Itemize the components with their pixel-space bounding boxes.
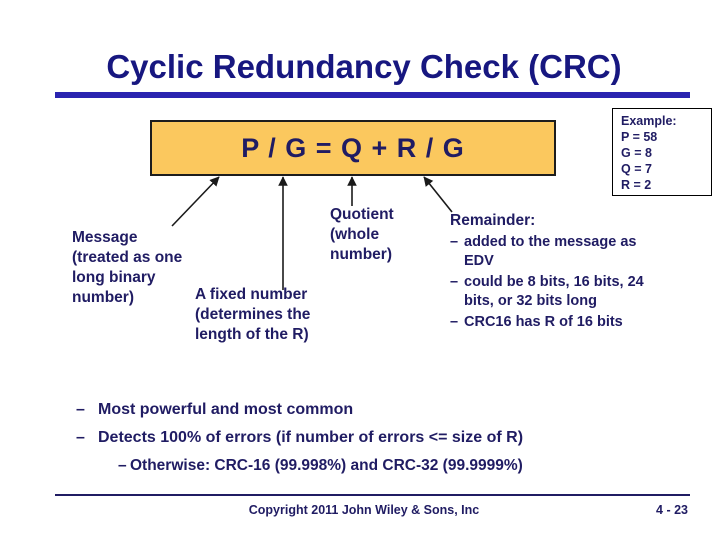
arrow-to-p xyxy=(171,176,220,227)
bullet-list: – Most powerful and most common – Detect… xyxy=(76,396,676,480)
callout-fixed-number: A fixed number (determines the length of… xyxy=(195,286,311,343)
sub-bullet-item: – Otherwise: CRC-16 (99.998%) and CRC-32… xyxy=(118,452,676,480)
slide-title: Cyclic Redundancy Check (CRC) xyxy=(106,48,622,85)
example-value-g: G = 8 xyxy=(621,146,652,160)
formula-text: P / G = Q + R / G xyxy=(241,132,465,163)
footer-page-number: 4 - 23 xyxy=(656,503,688,517)
bullet-item: – Most powerful and most common xyxy=(76,396,676,424)
dash-bullet-icon: – xyxy=(76,401,85,418)
bullet-item-text: Most powerful and most common xyxy=(98,401,354,418)
callout-remainder: Remainder: – added to the message as EDV… xyxy=(450,211,665,332)
remainder-item-text: could be 8 bits, 16 bits, 24 bits, or 32… xyxy=(464,274,644,309)
sub-bullet-item-text: Otherwise: CRC-16 (99.998%) and CRC-32 (… xyxy=(130,457,523,474)
remainder-item: – could be 8 bits, 16 bits, 24 bits, or … xyxy=(450,273,665,311)
example-heading: Example: xyxy=(621,114,677,128)
bullet-item: – Detects 100% of errors (if number of e… xyxy=(76,424,676,452)
remainder-item-text: added to the message as EDV xyxy=(464,234,637,269)
dash-bullet-icon: – xyxy=(450,274,459,290)
footer-copyright: Copyright 2011 John Wiley & Sons, Inc xyxy=(248,503,480,517)
example-value-p: P = 58 xyxy=(621,130,658,144)
remainder-item-text: CRC16 has R of 16 bits xyxy=(464,314,623,330)
example-value-q: Q = 7 xyxy=(621,162,652,176)
bullet-item-text: Detects 100% of errors (if number of err… xyxy=(98,429,524,446)
dash-bullet-icon: – xyxy=(450,314,459,330)
dash-bullet-icon: – xyxy=(118,457,127,474)
formula-box: P / G = Q + R / G xyxy=(150,120,556,176)
title-underline-rule xyxy=(55,92,690,98)
dash-bullet-icon: – xyxy=(76,429,85,446)
remainder-item: – CRC16 has R of 16 bits xyxy=(450,313,665,332)
dash-bullet-icon: – xyxy=(450,234,459,250)
example-box: Example: P = 58 G = 8 Q = 7 R = 2 xyxy=(612,108,712,196)
footer-divider-rule xyxy=(55,494,690,496)
remainder-item: – added to the message as EDV xyxy=(450,233,665,271)
remainder-title: Remainder: xyxy=(450,212,536,229)
callout-quotient: Quotient (whole number) xyxy=(330,206,394,263)
example-value-r: R = 2 xyxy=(621,178,652,192)
callout-message: Message (treated as one long binary numb… xyxy=(72,229,183,306)
